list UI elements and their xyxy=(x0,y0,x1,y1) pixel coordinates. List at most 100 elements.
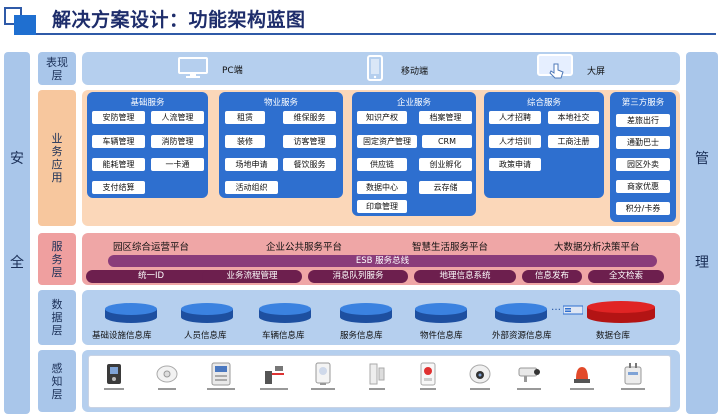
platform-label: 智慧生活服务平台 xyxy=(412,242,489,253)
smoke-detector-icon xyxy=(156,365,178,387)
management-sidebar: 管 理 xyxy=(686,52,718,414)
security-sidebar: 安 全 xyxy=(4,52,30,414)
list-item: 活动组织 xyxy=(225,181,278,194)
business-group-enterprise: 企业服务 知识产权 档案管理 固定资产管理 CRM 供应链 创业孵化 数据中心 … xyxy=(352,92,476,216)
list-item: 固定资产管理 xyxy=(357,135,417,148)
platform-label: 企业公共服务平台 xyxy=(266,242,343,253)
layer-label-business: 业务应用 xyxy=(38,90,76,226)
screen-label: 大屏 xyxy=(587,67,606,77)
list-item: 租赁 xyxy=(225,111,265,124)
list-item: 一卡通 xyxy=(151,158,204,171)
service-component: 消息队列服务 xyxy=(308,270,408,283)
device-caption xyxy=(517,388,541,390)
presentation-panel: PC端 移动端 大屏 xyxy=(82,52,680,85)
device-caption xyxy=(158,388,176,390)
list-item: 创业孵化 xyxy=(419,158,472,171)
device-caption xyxy=(104,388,124,390)
device-caption xyxy=(570,388,594,390)
bullet-camera-icon xyxy=(516,365,542,387)
business-group-integrated: 综合服务 人才招聘 本地社交 人才培训 工商注册 政策申请 xyxy=(484,92,604,198)
door-sensor-icon xyxy=(367,363,387,389)
service-panel: 园区综合运营平台 企业公共服务平台 智慧生活服务平台 大数据分析决策平台 ESB… xyxy=(82,233,680,285)
list-item: 维保服务 xyxy=(283,111,336,124)
list-item: 知识产权 xyxy=(357,111,407,124)
layer-label-presentation: 表现层 xyxy=(38,52,76,85)
monitor-icon xyxy=(178,57,208,78)
alarm-button-icon xyxy=(419,362,437,390)
server-icon xyxy=(563,305,583,315)
list-item: 工商注册 xyxy=(548,135,599,148)
mobile-icon xyxy=(367,55,383,81)
list-item: 人流管理 xyxy=(151,111,204,124)
esb-bus: ESB 服务总线 xyxy=(108,255,657,267)
sensor-card xyxy=(88,355,671,408)
siren-icon xyxy=(572,363,592,389)
title-underline xyxy=(36,33,716,35)
device-caption xyxy=(470,388,490,390)
layer-label-service: 服务层 xyxy=(38,233,76,285)
platform-label: 园区综合运营平台 xyxy=(113,242,190,253)
list-item: CRM xyxy=(422,135,472,148)
database-icon xyxy=(495,303,547,323)
list-item: 场地申请 xyxy=(225,158,278,171)
face-terminal-icon xyxy=(314,362,332,390)
device-caption xyxy=(369,388,385,390)
database-label: 服务信息库 xyxy=(340,331,383,341)
list-item: 能耗管理 xyxy=(92,158,145,171)
list-item: 支付结算 xyxy=(92,181,145,194)
device-caption xyxy=(621,388,645,390)
management-label-1: 管 xyxy=(695,151,709,167)
group-title: 企业服务 xyxy=(396,98,431,108)
list-item: 本地社交 xyxy=(548,111,599,124)
logo-mark-fill xyxy=(14,15,36,35)
group-title: 基础服务 xyxy=(130,98,165,108)
list-item: 商家优惠 xyxy=(616,180,670,193)
page-title: 解决方案设计：功能架构蓝图 xyxy=(52,9,306,31)
business-panel: 基础服务 安防管理 人流管理 车辆管理 消防管理 能耗管理 一卡通 支付结算 物… xyxy=(82,90,680,226)
list-item: 访客管理 xyxy=(283,135,336,148)
group-title: 第三方服务 xyxy=(621,98,665,108)
business-group-basic: 基础服务 安防管理 人流管理 车辆管理 消防管理 能耗管理 一卡通 支付结算 xyxy=(87,92,208,198)
list-item: 数据中心 xyxy=(357,181,407,194)
device-caption xyxy=(420,388,436,390)
security-label-2: 全 xyxy=(10,255,24,271)
group-title: 物业服务 xyxy=(263,98,298,108)
database-label: 外部资源信息库 xyxy=(492,331,552,341)
database-label: 基础设施信息库 xyxy=(92,331,152,341)
list-item: 安防管理 xyxy=(92,111,145,124)
list-item: 消防管理 xyxy=(151,135,204,148)
ellipsis-text: … xyxy=(551,302,561,313)
barrier-gate-icon xyxy=(263,363,285,389)
service-component: 信息发布 xyxy=(522,270,582,283)
service-component: 全文检索 xyxy=(588,270,664,283)
list-item: 供应链 xyxy=(357,158,407,171)
list-item: 差旅出行 xyxy=(616,114,670,127)
service-component: 统一ID xyxy=(86,270,216,283)
database-icon xyxy=(340,303,392,323)
database-icon xyxy=(415,303,467,323)
list-item: 通勤巴士 xyxy=(616,136,670,149)
business-group-property: 物业服务 租赁 维保服务 装修 访客管理 场地申请 餐饮服务 活动组织 xyxy=(219,92,343,198)
gateway-icon xyxy=(623,362,643,390)
list-item: 积分/卡券 xyxy=(616,202,670,215)
service-component: 业务流程管理 xyxy=(202,270,302,283)
sensing-panel xyxy=(82,350,680,412)
mobile-label: 移动端 xyxy=(401,67,429,77)
list-item: 餐饮服务 xyxy=(283,158,336,171)
device-caption xyxy=(311,388,335,390)
layer-label-data: 数据层 xyxy=(38,290,76,345)
database-label: 人员信息库 xyxy=(184,331,227,341)
database-label: 物件信息库 xyxy=(420,331,463,341)
list-item: 园区外卖 xyxy=(616,158,670,171)
list-item: 云存储 xyxy=(419,181,472,194)
database-icon xyxy=(105,303,157,323)
list-item: 装修 xyxy=(225,135,265,148)
platform-label: 大数据分析决策平台 xyxy=(554,242,640,253)
list-item: 印章管理 xyxy=(357,200,407,213)
data-warehouse-label: 数据仓库 xyxy=(596,331,631,341)
database-icon xyxy=(181,303,233,323)
access-control-icon xyxy=(106,363,122,389)
database-icon xyxy=(259,303,311,323)
device-caption xyxy=(207,388,235,390)
business-group-third-party: 第三方服务 差旅出行 通勤巴士 园区外卖 商家优惠 积分/卡券 xyxy=(610,92,676,222)
